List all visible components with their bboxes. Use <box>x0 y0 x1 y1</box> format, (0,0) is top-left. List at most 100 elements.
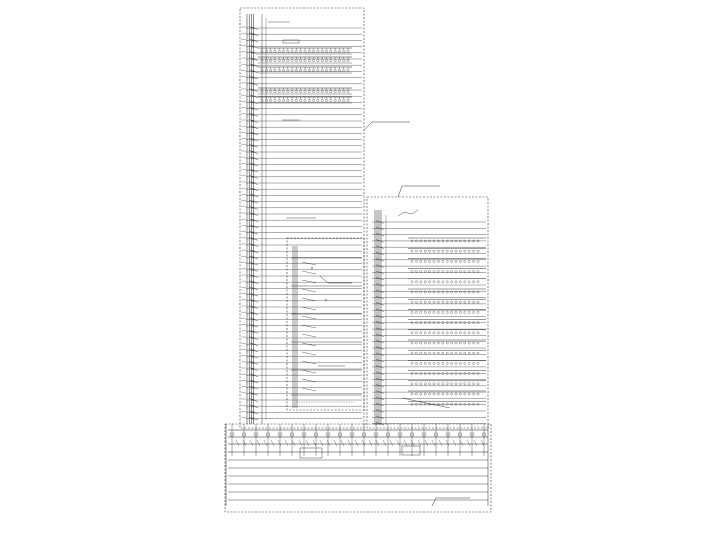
annex-fixture <box>467 260 471 263</box>
annex-fixture <box>472 392 475 396</box>
annex-fixture <box>467 280 471 284</box>
annex-fixture <box>428 351 431 355</box>
annex-fixture <box>432 351 436 355</box>
basement-fitting <box>424 439 429 447</box>
basement-fitting <box>354 439 359 447</box>
main-tower-risers <box>241 14 362 424</box>
fixture-symbol <box>329 99 333 102</box>
podium-boundary <box>286 237 365 411</box>
basement-fitting <box>438 439 443 447</box>
fixture-symbol <box>273 59 277 62</box>
annex-fixture <box>419 249 423 253</box>
annex-fixture <box>467 331 471 335</box>
annex-fixture <box>463 239 467 243</box>
annex-fixture <box>441 270 445 273</box>
annex-fixture <box>467 321 471 324</box>
valve-symbol <box>252 213 254 215</box>
valve-symbol <box>252 225 254 228</box>
fixture-symbol <box>295 59 298 62</box>
branch-fitting <box>248 57 259 61</box>
annex-fixture <box>445 239 449 243</box>
pump-symbol <box>434 432 438 437</box>
branch-fitting <box>248 100 259 105</box>
fixture-symbol <box>333 99 337 102</box>
annex-fixture <box>450 249 453 253</box>
valve-symbol <box>252 411 254 414</box>
annex-fixture <box>459 372 462 375</box>
annex-fixture <box>415 311 418 314</box>
annex-fixture <box>441 392 445 396</box>
annex-fixture <box>419 382 423 386</box>
fixture-symbol <box>299 59 303 62</box>
branch-fitting <box>248 410 259 415</box>
basement-fitting <box>389 439 394 447</box>
annex-fixture <box>415 372 418 375</box>
valve-symbol <box>252 219 254 222</box>
annex-fixture <box>437 382 440 386</box>
branch-fitting <box>375 378 385 381</box>
branch-fitting <box>248 44 259 49</box>
annex-fixture <box>423 351 427 355</box>
podium-branch <box>301 288 317 293</box>
valve-symbol <box>252 113 254 116</box>
annex-fixture <box>454 321 458 324</box>
annex-fixture <box>419 402 423 406</box>
annex-fixture <box>419 351 423 355</box>
annex-fixture <box>463 382 467 386</box>
annex-fixture <box>437 362 440 365</box>
annex-fixture <box>476 331 480 335</box>
fixture-symbol <box>290 59 294 62</box>
pump-symbol <box>278 432 282 437</box>
annex-fixture <box>419 341 423 345</box>
annex-fixture <box>423 239 427 243</box>
pump-symbol <box>266 432 270 437</box>
annex-fixture <box>454 341 458 345</box>
zone-boundaries <box>224 7 492 513</box>
branch-fitting <box>375 220 385 224</box>
valve-symbol <box>252 268 254 271</box>
branch-fitting <box>375 302 385 306</box>
annex-fixture <box>423 280 427 284</box>
basement-fitting <box>305 439 310 447</box>
fixture-symbol <box>333 50 337 53</box>
annex-fixture <box>419 290 423 294</box>
annex-fixture <box>441 290 445 294</box>
branch-fitting <box>248 63 259 67</box>
fixture-symbol <box>342 99 346 102</box>
water-tank <box>299 447 323 459</box>
valve-symbol <box>252 330 254 333</box>
pump-symbol <box>410 432 414 437</box>
valve-symbol <box>310 266 314 270</box>
podium-branch <box>301 261 317 266</box>
fixture-symbol <box>346 99 350 102</box>
annex-fixture <box>437 372 440 375</box>
annex-fixture <box>463 392 467 396</box>
fixture-symbol <box>325 50 328 53</box>
annex-fixture <box>472 239 475 243</box>
annex-fixture <box>472 362 475 365</box>
annex-fixture <box>423 402 427 406</box>
basement-fitting <box>347 439 352 447</box>
annex-fixture <box>428 270 431 273</box>
annex-fixture <box>459 362 462 365</box>
branch-fitting <box>248 261 259 266</box>
annex-fixture <box>423 311 427 314</box>
annex-fixture <box>472 260 475 263</box>
annex-fixture <box>432 331 436 335</box>
annex-fixture <box>437 239 440 243</box>
branch-fitting <box>375 327 385 331</box>
fixture-symbol <box>290 90 294 93</box>
valve-symbol <box>252 417 254 420</box>
branch-fitting <box>248 224 259 229</box>
annex-fixture <box>467 311 471 314</box>
annex-fixture <box>428 382 431 386</box>
annex-fixture <box>472 280 475 284</box>
fixture-symbol <box>299 90 303 93</box>
pump-symbol <box>350 432 354 437</box>
annex-fixture <box>419 260 423 263</box>
basement-fitting <box>249 439 254 447</box>
branch-fitting <box>248 168 259 173</box>
annex-fixture <box>459 290 462 294</box>
annex-fixture <box>423 300 427 304</box>
valve-symbol <box>252 70 254 73</box>
